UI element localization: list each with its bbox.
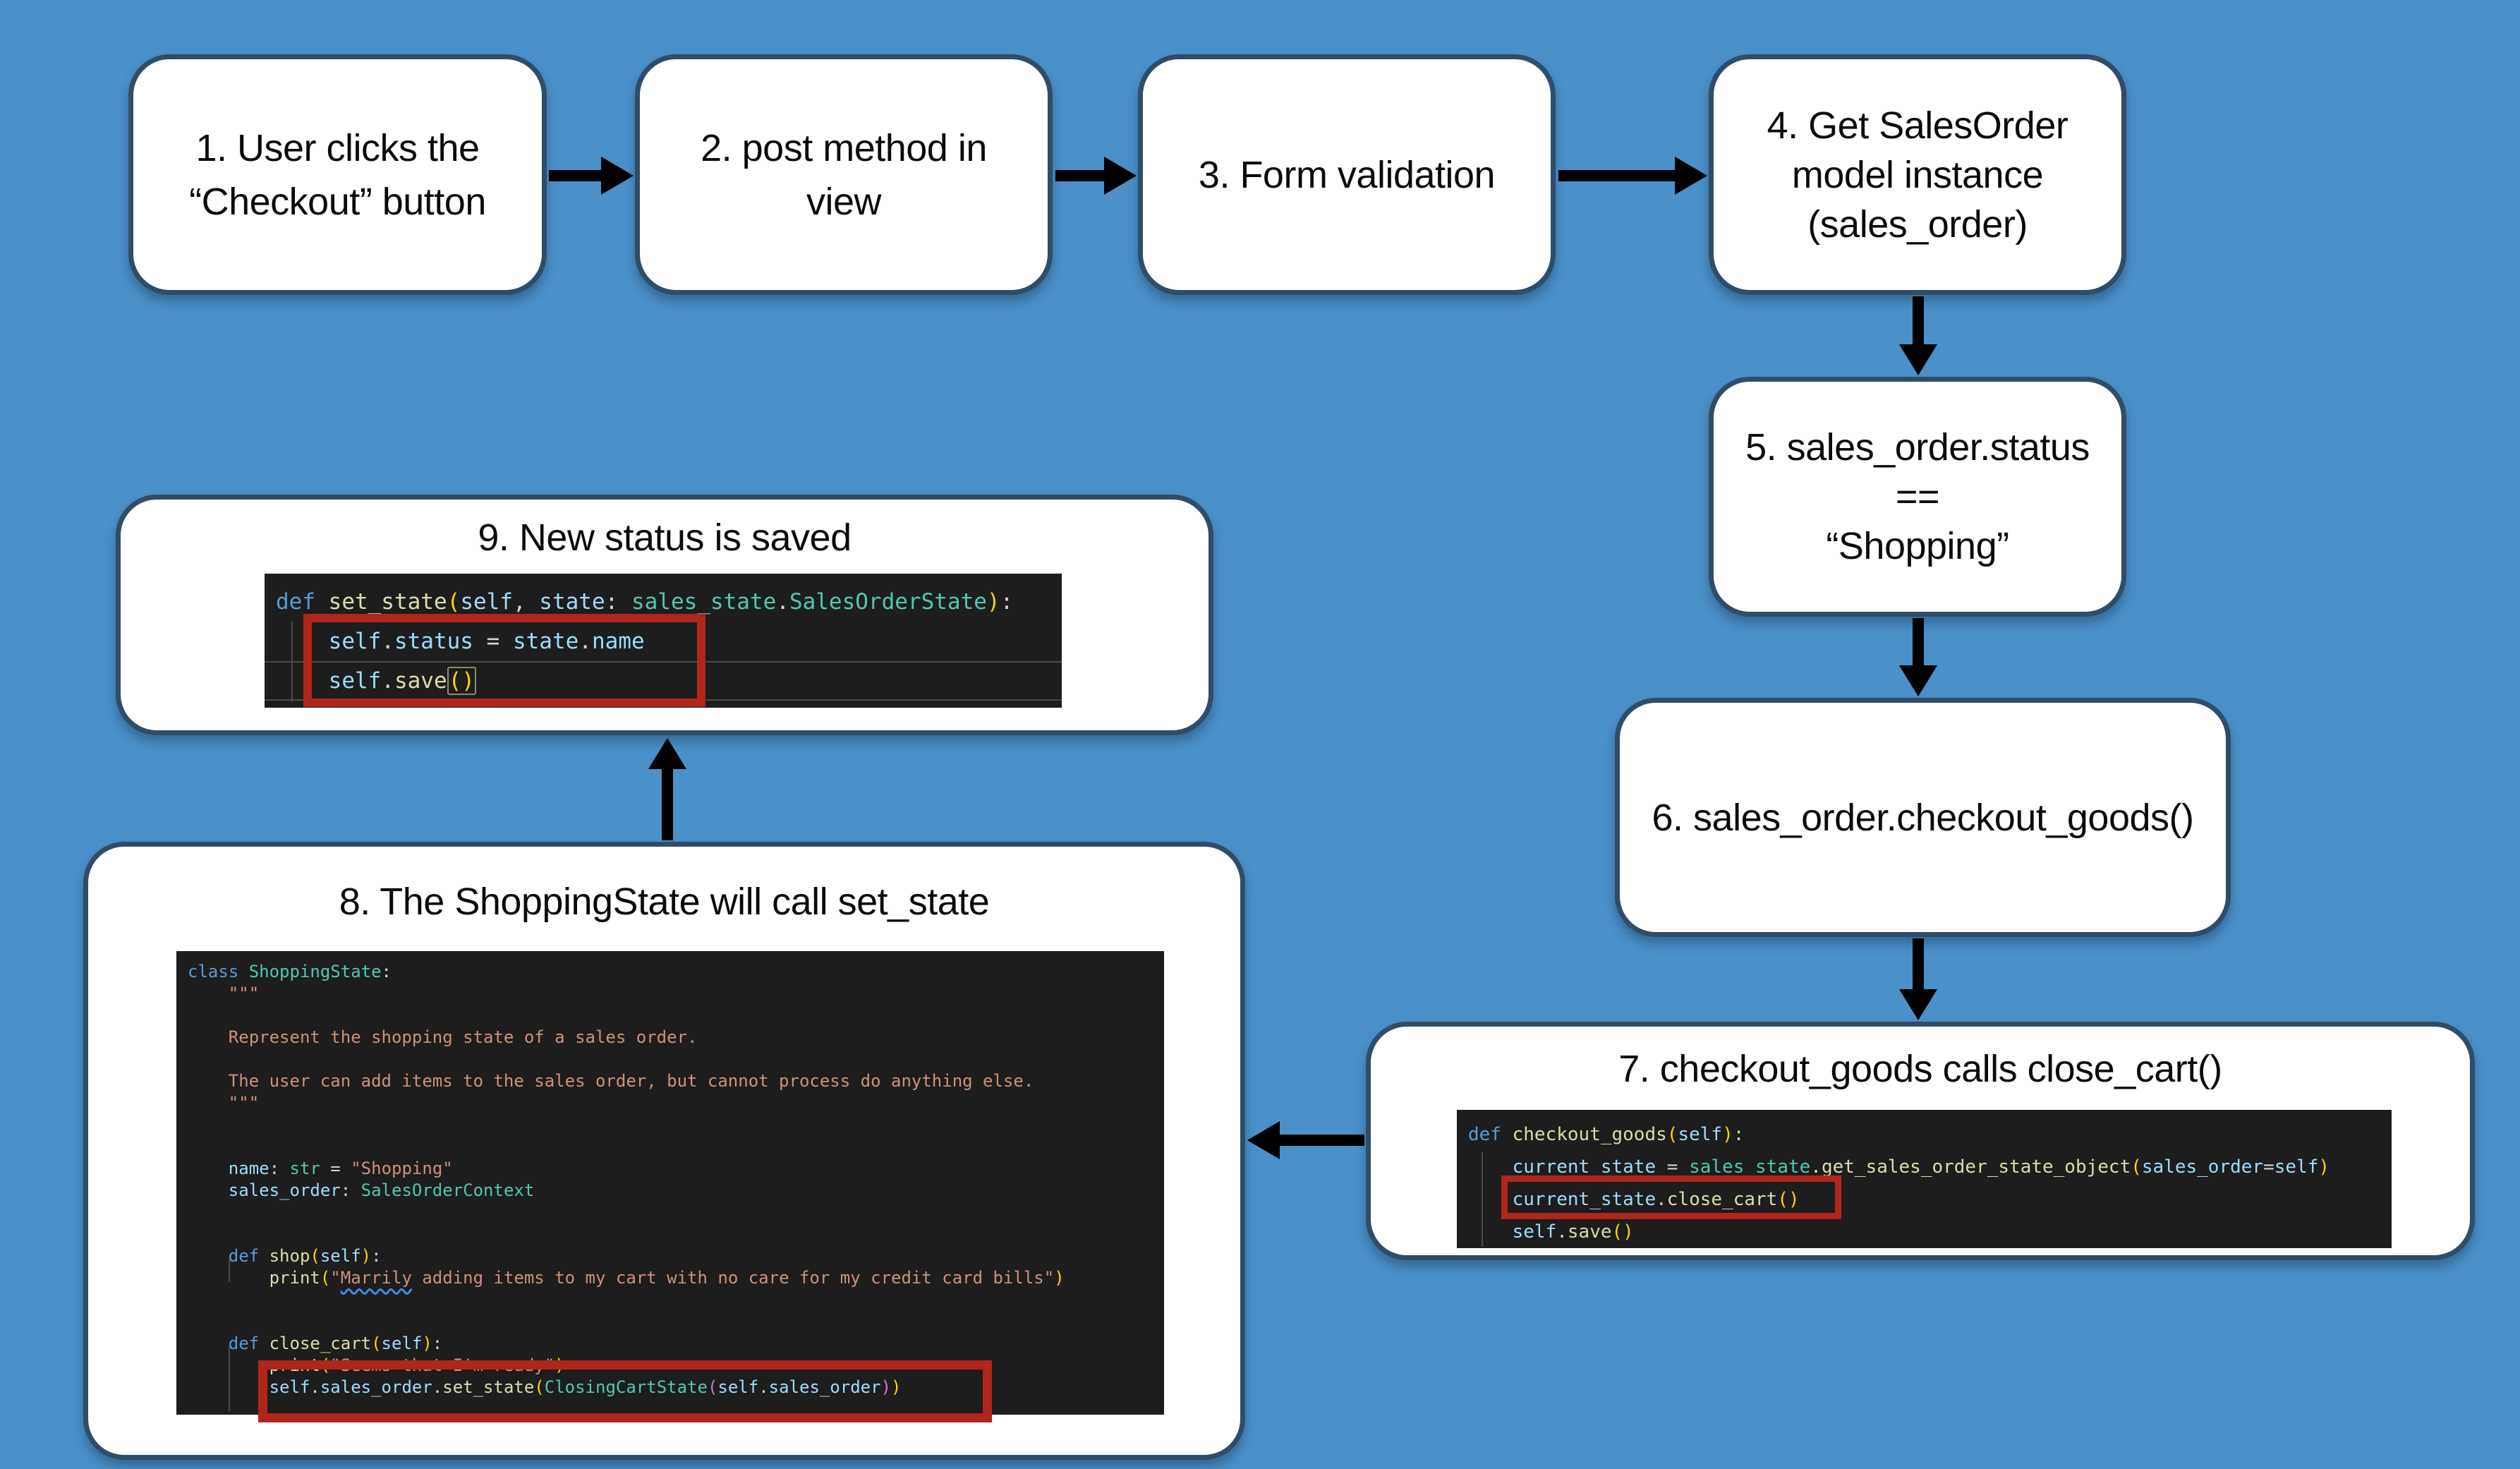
arrow-step5-to-step6 <box>1899 618 1937 696</box>
box-label-line: == <box>1895 476 1940 518</box>
box-label-line: model instance <box>1791 153 2044 196</box>
box-title: 9. New status is saved <box>478 516 852 559</box>
box-label-line: “Shopping” <box>1826 525 2009 567</box>
flow-box-step1: 1. User clicks the “Checkout” button <box>128 54 547 295</box>
flow-box-step5: 5. sales_order.status == “Shopping” <box>1709 377 2126 617</box>
arrow-step6-to-step7 <box>1899 938 1937 1020</box>
indent-guide <box>229 1345 230 1411</box>
box-label-line: “Checkout” button <box>189 180 486 223</box>
arrow-step8-to-step9 <box>648 738 686 840</box>
arrow-step4-to-step5 <box>1899 296 1937 375</box>
flow-box-step3: 3. Form validation <box>1138 54 1556 295</box>
flow-box-step4: 4. Get SalesOrder model instance (sales_… <box>1709 54 2126 295</box>
indent-guide <box>1482 1152 1483 1247</box>
box-label-line: 2. post method in <box>701 126 987 169</box>
code-block-shopping-state: class ShoppingState: """ Represent the s… <box>176 951 1164 1415</box>
box-label-line: 1. User clicks the <box>195 126 480 169</box>
highlight-rect-set-state <box>303 614 705 707</box>
arrow-step1-to-step2 <box>549 157 634 195</box>
indent-guide <box>291 622 293 702</box>
code-block-set-state: def set_state(self, state: sales_state.S… <box>265 574 1062 708</box>
arrow-step7-to-step8 <box>1247 1121 1364 1159</box>
box-label-line: view <box>806 180 882 223</box>
box-title: 7. checkout_goods calls close_cart() <box>1618 1048 2222 1090</box>
arrow-step3-to-step4 <box>1558 157 1707 195</box>
box-label-line: 3. Form validation <box>1198 153 1496 196</box>
flow-box-step2: 2. post method in view <box>635 54 1053 295</box>
indent-guide <box>229 1258 230 1282</box>
highlight-rect-close-cart-call <box>1501 1175 1841 1219</box>
arrow-step2-to-step3 <box>1055 157 1137 195</box>
box-label-line: 6. sales_order.checkout_goods() <box>1652 796 2194 839</box>
box-label-line: 4. Get SalesOrder <box>1767 104 2068 147</box>
flow-box-step6: 6. sales_order.checkout_goods() <box>1615 698 2231 937</box>
box-title: 8. The ShoppingState will call set_state <box>339 881 990 923</box>
highlight-rect-set-state-call <box>258 1360 992 1422</box>
box-label-line: 5. sales_order.status <box>1745 426 2090 468</box>
box-label-line: (sales_order) <box>1807 202 2028 246</box>
